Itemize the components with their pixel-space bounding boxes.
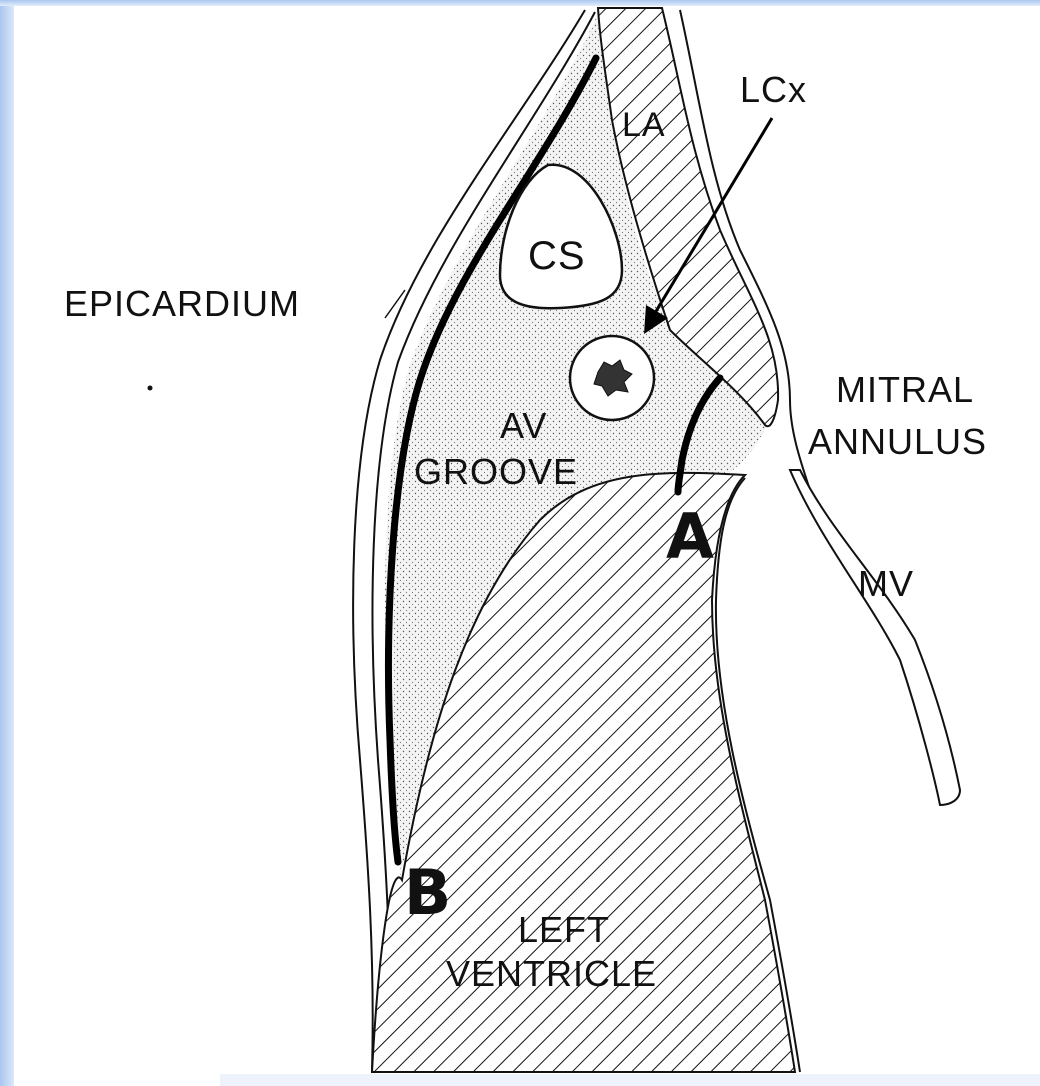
label-cs: CS — [528, 236, 586, 276]
label-mv: MV — [858, 566, 914, 602]
label-lcx: LCx — [740, 72, 807, 108]
label-point-a: A — [666, 506, 714, 568]
slide-frame-bottom — [220, 1074, 1040, 1086]
label-av: AV — [500, 408, 547, 444]
label-mitral: MITRAL — [836, 372, 974, 408]
label-epicardium: EPICARDIUM — [64, 286, 300, 322]
label-la: LA — [622, 108, 666, 142]
label-annulus: ANNULUS — [808, 424, 987, 460]
speck — [148, 386, 153, 391]
mitral-valve-leaflet — [790, 470, 960, 805]
label-groove: GROOVE — [414, 454, 578, 490]
label-ventricle: VENTRICLE — [446, 956, 657, 992]
label-point-b: B — [404, 862, 451, 924]
label-left: LEFT — [518, 912, 610, 948]
